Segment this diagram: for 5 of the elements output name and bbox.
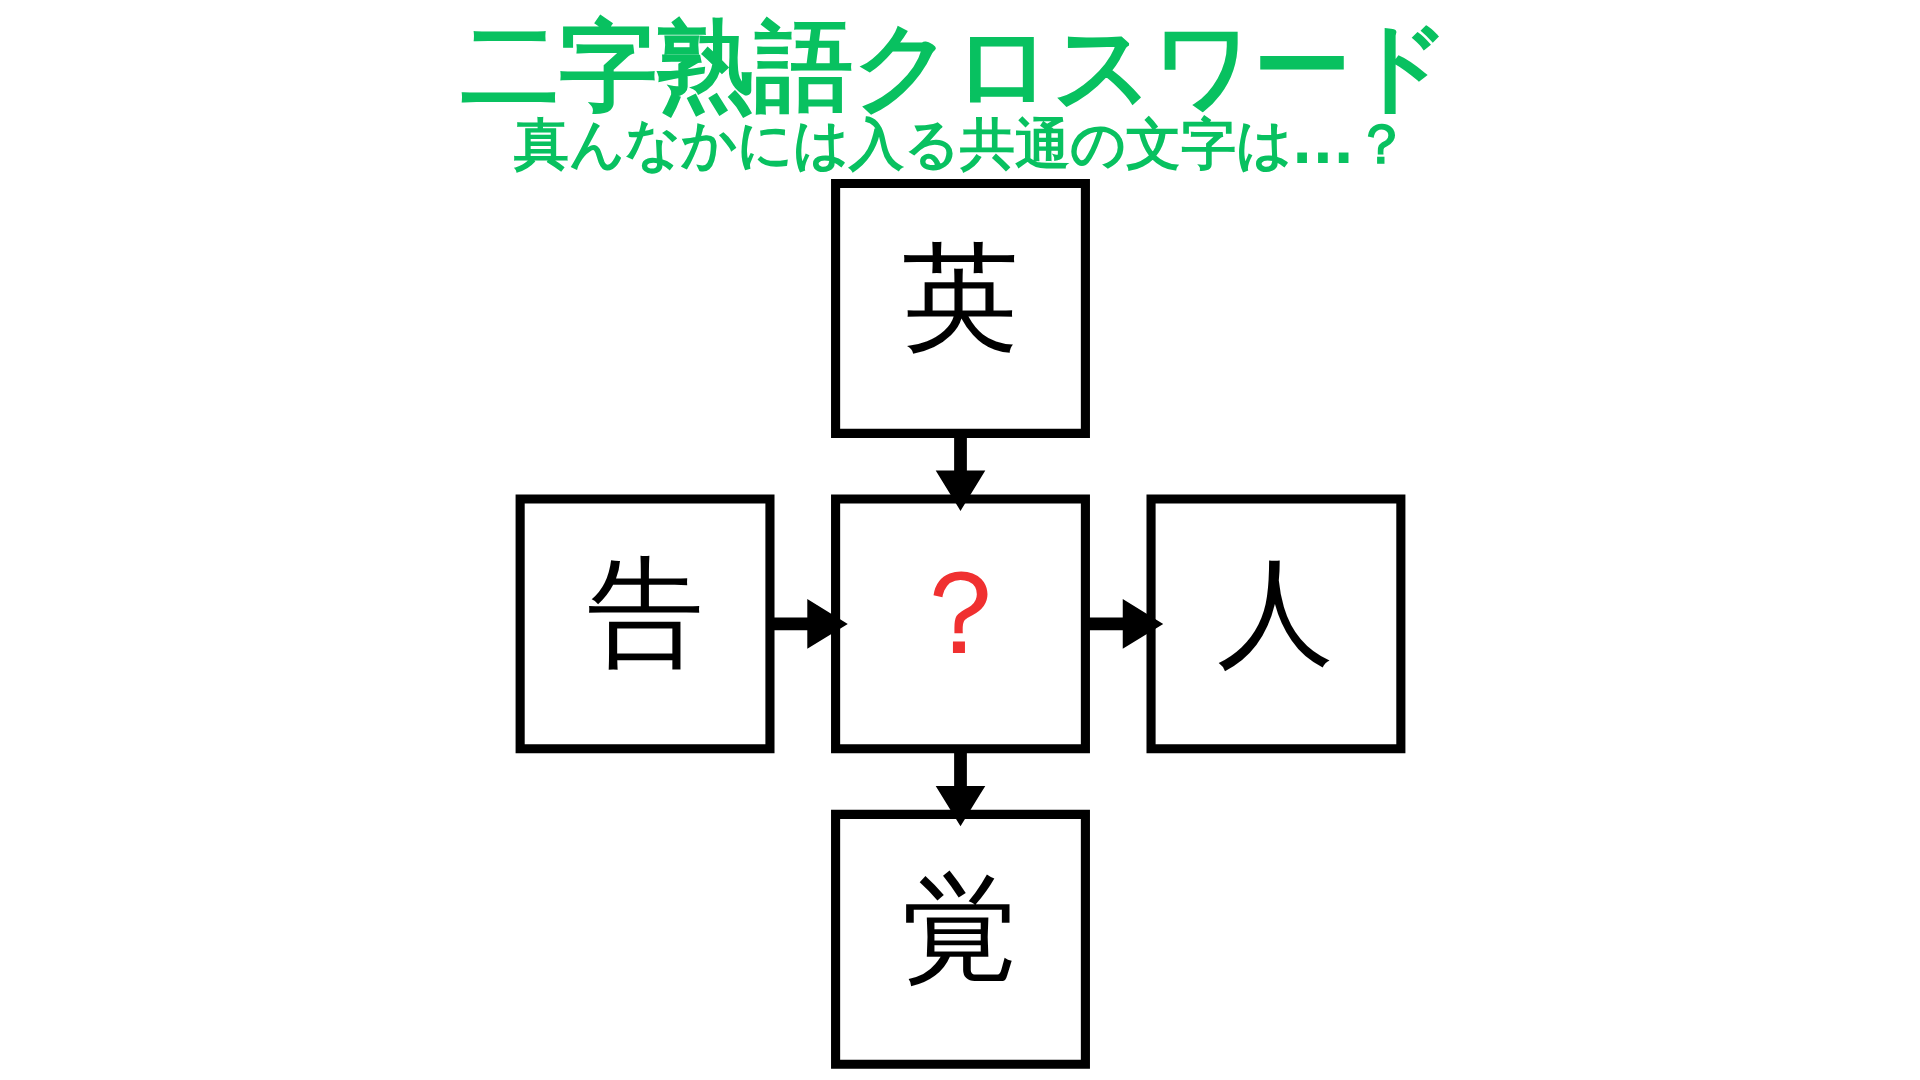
- node-box: ？: [830, 494, 1090, 754]
- node-box: 英: [830, 178, 1090, 438]
- node-box: 人: [1146, 494, 1405, 754]
- node-box: 覚: [830, 809, 1090, 1069]
- node-box: 告: [515, 494, 774, 754]
